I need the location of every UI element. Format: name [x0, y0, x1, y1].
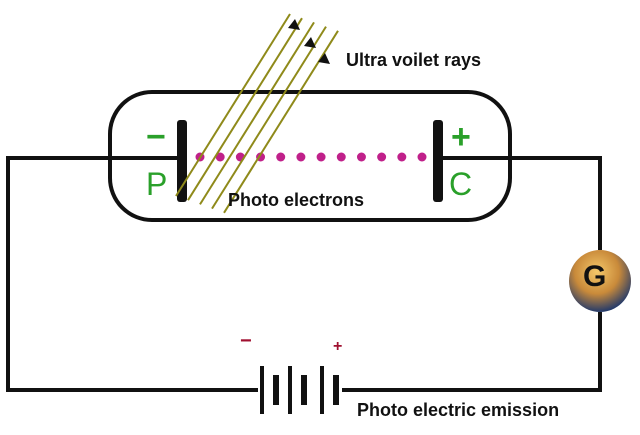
- right-wire-top: [438, 156, 602, 250]
- electron-dot: [276, 152, 286, 162]
- left-wire: [6, 156, 258, 392]
- battery-negative-sign: −: [240, 330, 252, 352]
- electron-dot: [397, 152, 407, 162]
- electron-dot: [377, 152, 387, 162]
- uv-arrowhead: [304, 37, 316, 48]
- electron-dot: [417, 152, 427, 162]
- electron-dot: [336, 152, 346, 162]
- uv-ray-line: [187, 17, 303, 201]
- negative-sign-plate-p: −: [146, 118, 166, 156]
- electron-dot: [356, 152, 366, 162]
- electron-stream: [195, 152, 427, 162]
- plate-c-label: C: [449, 166, 473, 202]
- electron-dot: [296, 152, 306, 162]
- uv-ray-line: [175, 13, 291, 197]
- positive-sign-plate-c: +: [451, 118, 471, 156]
- uv-arrowhead: [288, 19, 300, 30]
- galvanometer: [569, 250, 631, 312]
- ultraviolet-rays-label: Ultra voilet rays: [346, 50, 482, 70]
- plate-p-label: P: [146, 166, 168, 202]
- battery-positive-sign: +: [333, 338, 343, 355]
- ultraviolet-rays: [175, 13, 339, 214]
- photo-electrons-label: Photo electrons: [228, 190, 365, 210]
- uv-ray-line: [199, 21, 315, 205]
- battery: [260, 366, 339, 414]
- cathode-plate-p: [177, 120, 187, 202]
- uv-ray-line: [211, 26, 327, 210]
- uv-arrowhead: [318, 53, 330, 64]
- electron-dot: [215, 152, 225, 162]
- right-wire-bottom: [342, 312, 602, 392]
- photoelectric-emission-label: Photo electric emission: [357, 400, 560, 420]
- anode-plate-c: [433, 120, 443, 202]
- galvanometer-label: G: [583, 260, 607, 293]
- uv-ray-line: [223, 30, 339, 214]
- electron-dot: [316, 152, 326, 162]
